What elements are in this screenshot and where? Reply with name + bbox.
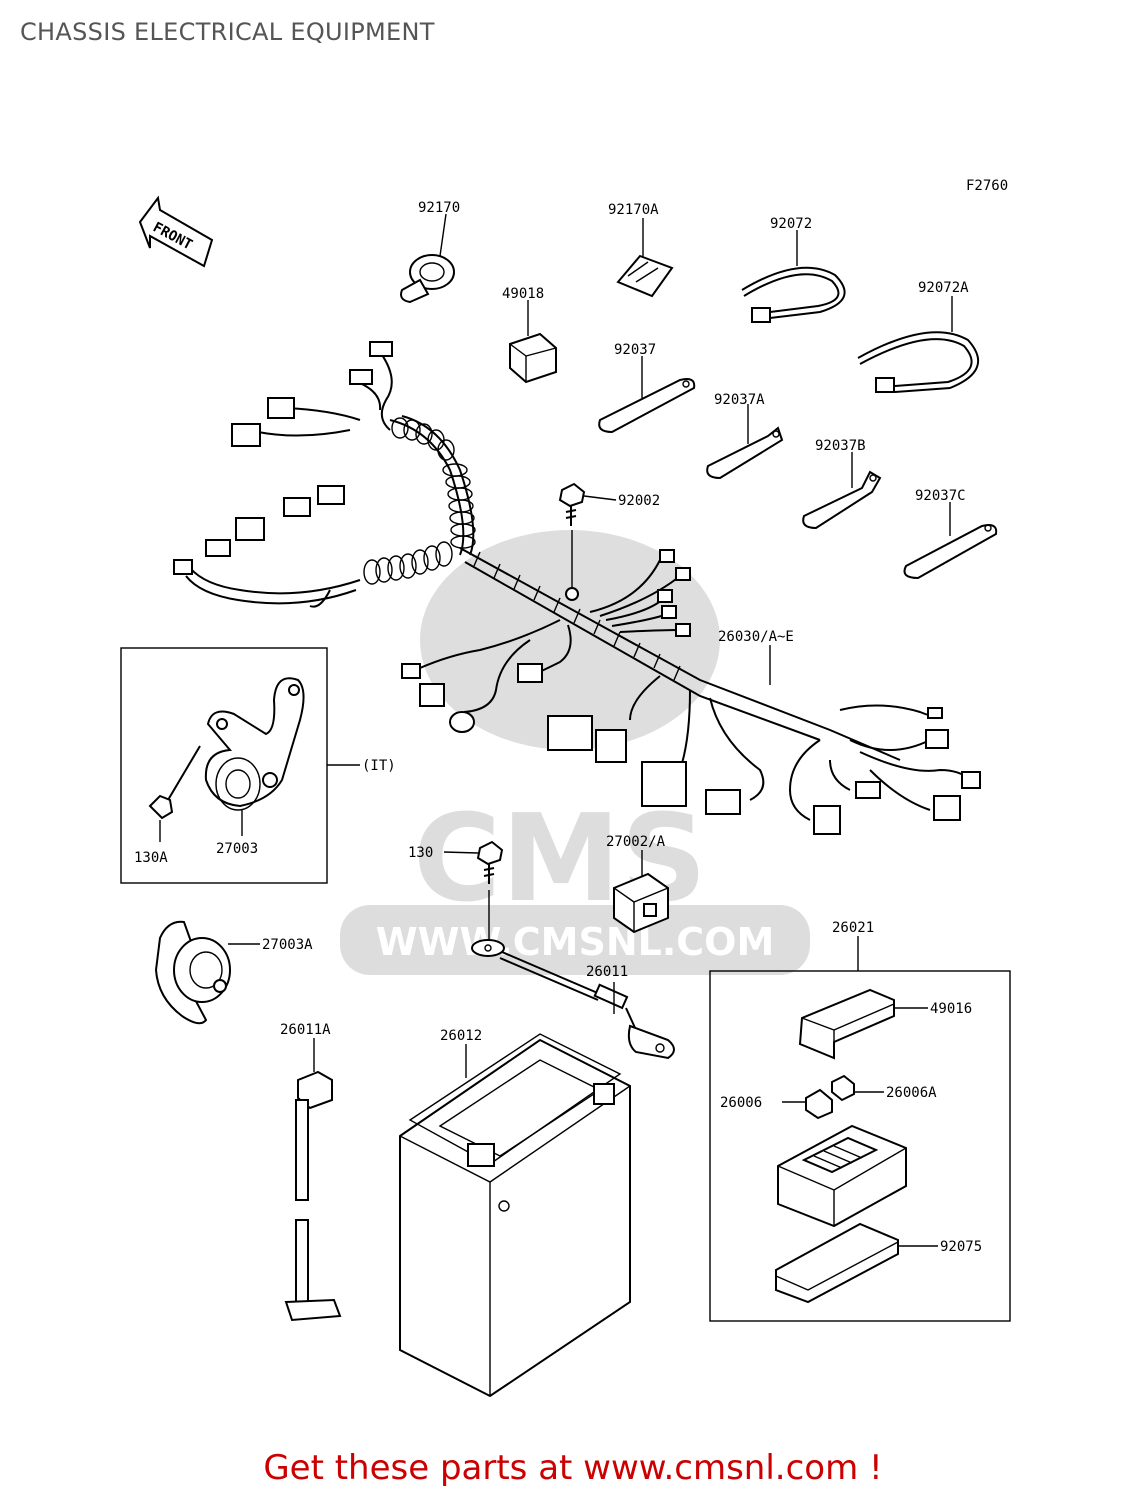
callout-92037A: 92037A bbox=[714, 392, 765, 408]
callout-49018: 49018 bbox=[502, 286, 544, 302]
part-fuse-box[interactable] bbox=[777, 1124, 907, 1228]
part-26030-main-harness[interactable] bbox=[173, 341, 981, 835]
callout-92072: 92072 bbox=[770, 216, 812, 232]
part-26012-battery[interactable] bbox=[399, 1033, 631, 1398]
part-49018-relay[interactable] bbox=[509, 300, 557, 384]
callout-49016: 49016 bbox=[930, 1001, 972, 1017]
callout-26011A: 26011A bbox=[280, 1022, 331, 1038]
part-26006-fuse[interactable] bbox=[782, 1088, 833, 1120]
callout-26030: 26030/A~E bbox=[718, 629, 794, 645]
callout-26012: 26012 bbox=[440, 1028, 482, 1044]
callout-26021: 26021 bbox=[832, 920, 874, 936]
fuse-box-inset bbox=[709, 970, 1011, 1322]
part-92037-strip[interactable] bbox=[598, 356, 696, 434]
part-92072-band[interactable] bbox=[741, 230, 846, 323]
callout-27003A: 27003A bbox=[262, 937, 313, 953]
page-title: CHASSIS ELECTRICAL EQUIPMENT bbox=[20, 18, 435, 46]
callout-92075: 92075 bbox=[940, 1239, 982, 1255]
figure-code: F2760 bbox=[966, 178, 1008, 194]
callout-92072A: 92072A bbox=[918, 280, 969, 296]
part-92170-clamp[interactable] bbox=[400, 213, 455, 304]
watermark-url: WWW.CMSNL.COM bbox=[376, 920, 775, 964]
part-49016-cover[interactable] bbox=[798, 988, 928, 1060]
front-arrow-icon: FRONT bbox=[138, 195, 214, 268]
callout-130: 130 bbox=[408, 845, 433, 861]
part-27002-relay[interactable] bbox=[613, 850, 669, 934]
part-27003-horn[interactable] bbox=[204, 677, 305, 836]
callout-26006: 26006 bbox=[720, 1095, 762, 1111]
part-92037C-strip[interactable] bbox=[903, 502, 998, 580]
callout-27002: 27002/A bbox=[606, 834, 666, 850]
footer-cta-link[interactable]: Get these parts at www.cmsnl.com ! bbox=[263, 1448, 883, 1488]
callout-26011: 26011 bbox=[586, 964, 628, 980]
part-26011-cable[interactable] bbox=[471, 939, 675, 1060]
part-130-bolt[interactable] bbox=[443, 840, 504, 940]
callout-26006A: 26006A bbox=[886, 1085, 937, 1101]
callout-92037: 92037 bbox=[614, 342, 656, 358]
part-130A-bolt[interactable] bbox=[148, 745, 201, 842]
parts-diagram: CMS WWW.CMSNL.COM F2760 FRONT 92170 9217… bbox=[120, 178, 1011, 1398]
callout-92170: 92170 bbox=[418, 200, 460, 216]
part-92170A-clip[interactable] bbox=[616, 218, 674, 298]
callout-130A: 130A bbox=[134, 850, 168, 866]
callout-27003: 27003 bbox=[216, 841, 258, 857]
part-92072A-band[interactable] bbox=[857, 296, 979, 393]
part-92037A-strip[interactable] bbox=[706, 404, 784, 480]
part-92002-screw[interactable] bbox=[558, 482, 617, 590]
callout-92002: 92002 bbox=[618, 493, 660, 509]
callout-92037C: 92037C bbox=[915, 488, 966, 504]
part-26011A-cable[interactable] bbox=[284, 1038, 342, 1322]
part-27003A-horn[interactable] bbox=[154, 920, 260, 1025]
part-26006A-fuse[interactable] bbox=[831, 1074, 884, 1102]
part-92075-cover[interactable] bbox=[775, 1222, 938, 1304]
part-92037B-strip[interactable] bbox=[802, 452, 882, 530]
callout-92037B: 92037B bbox=[815, 438, 866, 454]
callout-92170A: 92170A bbox=[608, 202, 659, 218]
callout-it: (IT) bbox=[362, 758, 396, 774]
